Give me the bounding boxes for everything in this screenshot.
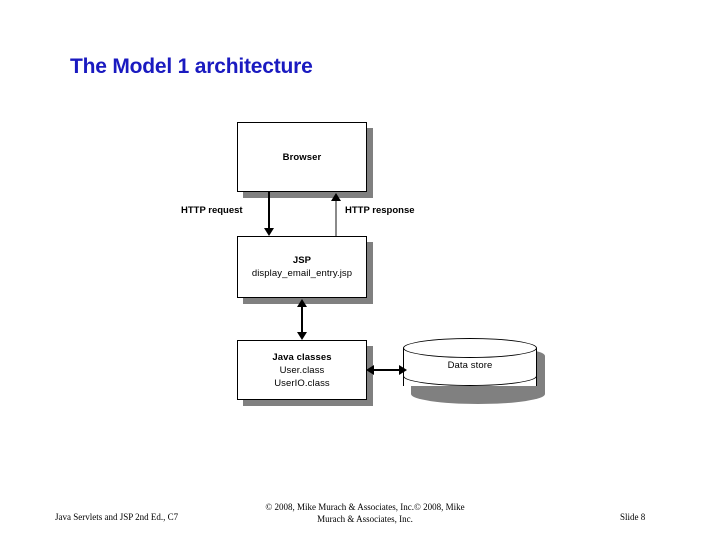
node-java-classes-user: User.class [279,364,325,376]
footer-copyright-line1: © 2008, Mike Murach & Associates, Inc.© … [265,502,465,512]
edge-java-datastore-arrowhead-left [366,365,374,375]
node-browser[interactable]: Browser [237,122,367,192]
node-java-classes-userio: UserIO.class [274,377,330,389]
node-java-classes[interactable]: Java classes User.class UserIO.class [237,340,367,400]
database-cylinder-icon: Data store [403,338,537,396]
node-browser-label: Browser [282,151,322,163]
edge-http-response-label: HTTP response [345,205,415,216]
node-java-classes-label: Java classes [272,351,332,363]
edge-http-request-arrowhead [264,228,274,236]
edge-http-request-line [268,192,270,230]
edge-java-datastore-line [372,369,402,371]
slide-footer: Java Servlets and JSP 2nd Ed., C7 © 2008… [0,495,720,540]
edge-jsp-java-arrowhead-up [297,299,307,307]
node-jsp-filename: display_email_entry.jsp [251,268,353,279]
node-jsp[interactable]: JSP display_email_entry.jsp [237,236,367,298]
edge-http-response-arrowhead [331,193,341,201]
node-data-store[interactable]: Data store [403,338,553,410]
page-title: The Model 1 architecture [70,55,313,78]
footer-copyright: © 2008, Mike Murach & Associates, Inc.© … [240,501,490,525]
footer-copyright-line2: Murach & Associates, Inc. [317,514,413,524]
edge-http-request-label: HTTP request [181,205,243,216]
node-jsp-label: JSP [292,255,312,266]
edge-http-response-line [335,200,337,236]
node-data-store-label: Data store [447,360,493,371]
edge-jsp-java-line [301,305,303,335]
footer-slide-number: Slide 8 [620,512,646,522]
architecture-diagram: Browser HTTP request HTTP response JSP d… [181,122,553,410]
edge-jsp-java-arrowhead-down [297,332,307,340]
footer-book-reference: Java Servlets and JSP 2nd Ed., C7 [55,512,179,522]
edge-java-datastore-arrowhead-right [399,365,407,375]
